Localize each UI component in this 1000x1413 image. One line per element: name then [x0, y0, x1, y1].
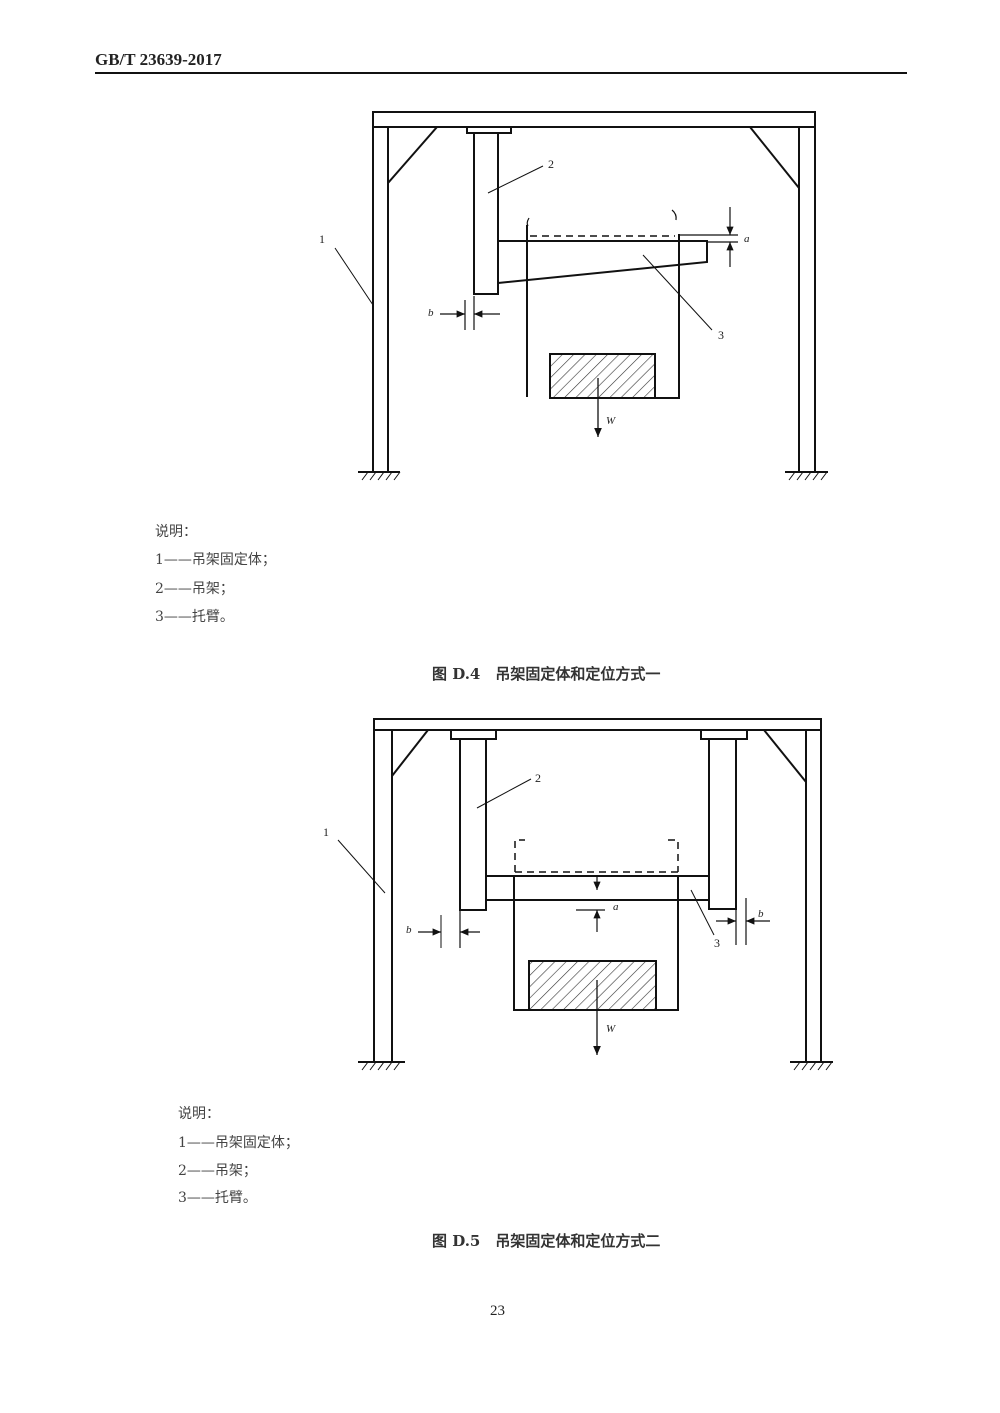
d5-legend-item: 3——托臂。 — [178, 1190, 257, 1206]
d4-legend-title: 说明： — [155, 524, 197, 540]
figure-d4-drawing — [334, 111, 828, 481]
d4-legend-item: 1——吊架固定体； — [155, 552, 276, 568]
d5-label-hanger: 2 — [535, 771, 541, 785]
page-number: 23 — [490, 1303, 505, 1319]
d4-dimension-b: b — [428, 307, 434, 319]
d5-legend-title: 说明： — [178, 1106, 220, 1122]
d5-label-frame: 1 — [323, 825, 329, 839]
d4-weight-label: W — [606, 415, 616, 427]
d5-label-arm: 3 — [714, 936, 720, 950]
d5-caption: 图 D.5 吊架固定体和定位方式二 — [432, 1232, 661, 1250]
d5-dimension-b-left: b — [406, 924, 412, 936]
d5-weight-label: W — [606, 1023, 616, 1035]
d4-label-arm: 3 — [718, 328, 724, 342]
standard-code-header: GB/T 23639-2017 — [95, 50, 222, 69]
d5-legend-item: 1——吊架固定体； — [178, 1135, 299, 1151]
d4-legend-item: 2——吊架； — [155, 581, 234, 597]
d4-dimension-a: a — [744, 233, 750, 245]
d5-legend-item: 2——吊架； — [178, 1163, 257, 1179]
figure-d5-drawing — [337, 718, 833, 1071]
d4-label-frame: 1 — [319, 232, 325, 246]
d5-dimension-a: a — [613, 901, 619, 913]
d4-caption: 图 D.4 吊架固定体和定位方式一 — [432, 665, 661, 683]
d4-legend-item: 3——托臂。 — [155, 609, 234, 625]
header-rule — [95, 72, 907, 74]
d4-label-hanger: 2 — [548, 157, 554, 171]
d5-dimension-b-right: b — [758, 908, 764, 920]
